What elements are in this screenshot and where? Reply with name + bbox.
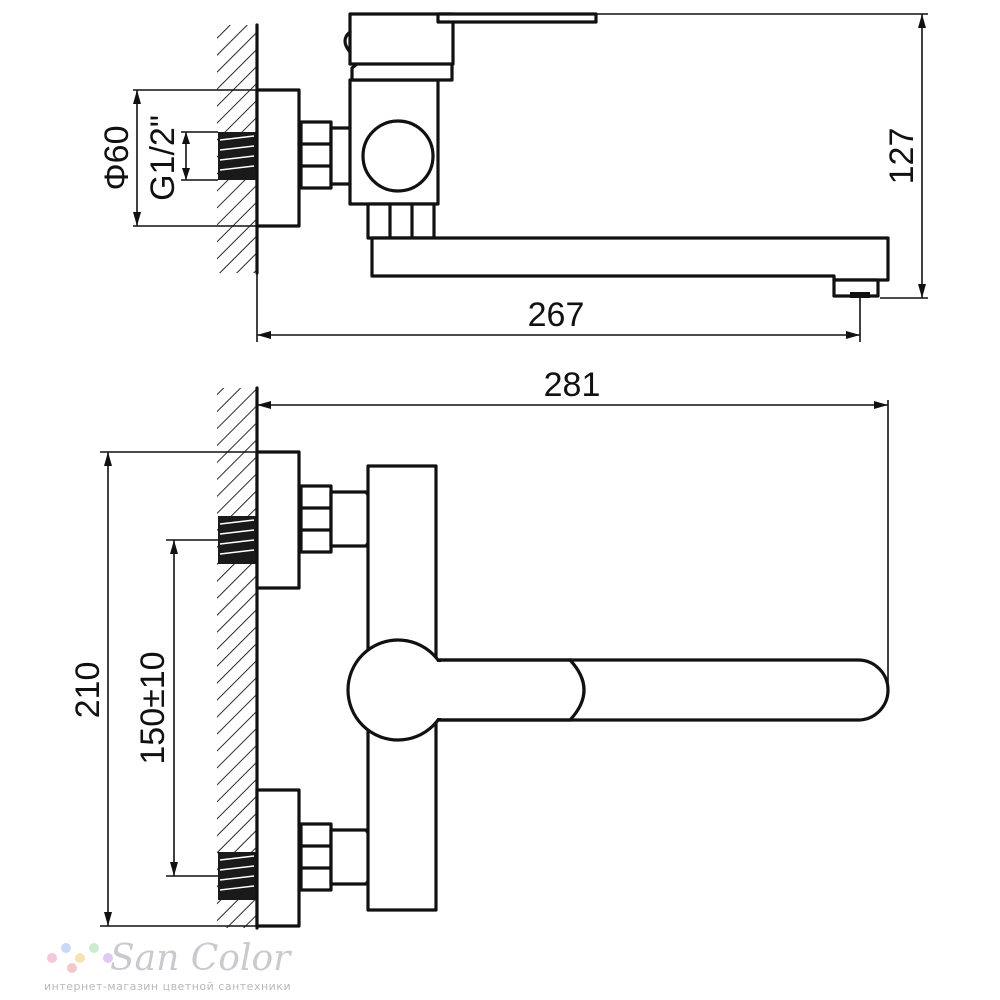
label-inlet-spacing: 150±10 <box>134 651 172 764</box>
watermark-dot <box>47 953 57 963</box>
watermark-brand: San Color <box>110 938 292 979</box>
watermark-dots <box>47 943 113 973</box>
watermark-logo: San Color интернет-магазин цветной санте… <box>44 938 292 993</box>
watermark-dot <box>61 943 71 953</box>
wall-flange-side <box>255 88 301 228</box>
valve-cap-side <box>361 119 435 193</box>
dim-height: 127 <box>596 13 928 299</box>
dim-overall-width: 210 <box>69 451 299 927</box>
wall-hatch-top <box>217 388 257 928</box>
connection-nut-side <box>299 120 333 190</box>
watermark-tagline: интернет-магазин цветной сантехники <box>44 980 291 993</box>
dim-reach: 267 <box>256 273 861 342</box>
side-view: Φ60 G1/2" 127 267 <box>98 12 928 342</box>
spout-side <box>370 236 890 282</box>
label-height: 127 <box>883 128 921 185</box>
label-flange-diameter: Φ60 <box>98 126 136 191</box>
handle-lever-side <box>436 12 598 24</box>
handle-tip-side <box>343 30 352 54</box>
dim-inlet-spacing: 150±10 <box>134 539 218 877</box>
label-thread: G1/2" <box>144 115 182 201</box>
label-overall-width: 210 <box>69 662 107 719</box>
inlet-upper-top <box>218 450 378 590</box>
dim-flange-diameter: Φ60 <box>98 89 257 227</box>
top-view: 281 210 150±10 <box>69 366 890 930</box>
handle-base-side <box>348 12 455 66</box>
dim-spout-length: 281 <box>256 366 889 690</box>
threaded-inlet-side <box>218 132 256 180</box>
label-spout-length: 281 <box>544 366 601 404</box>
watermark-dot <box>75 953 85 963</box>
watermark-dot <box>67 963 77 973</box>
watermark-dot <box>103 953 113 963</box>
spout-joint-top <box>568 658 586 722</box>
dim-thread: G1/2" <box>144 115 218 201</box>
label-reach: 267 <box>528 296 585 334</box>
watermark-dot <box>89 943 99 953</box>
aerator-tip-side <box>850 292 870 298</box>
spout-nut-side <box>366 202 436 240</box>
